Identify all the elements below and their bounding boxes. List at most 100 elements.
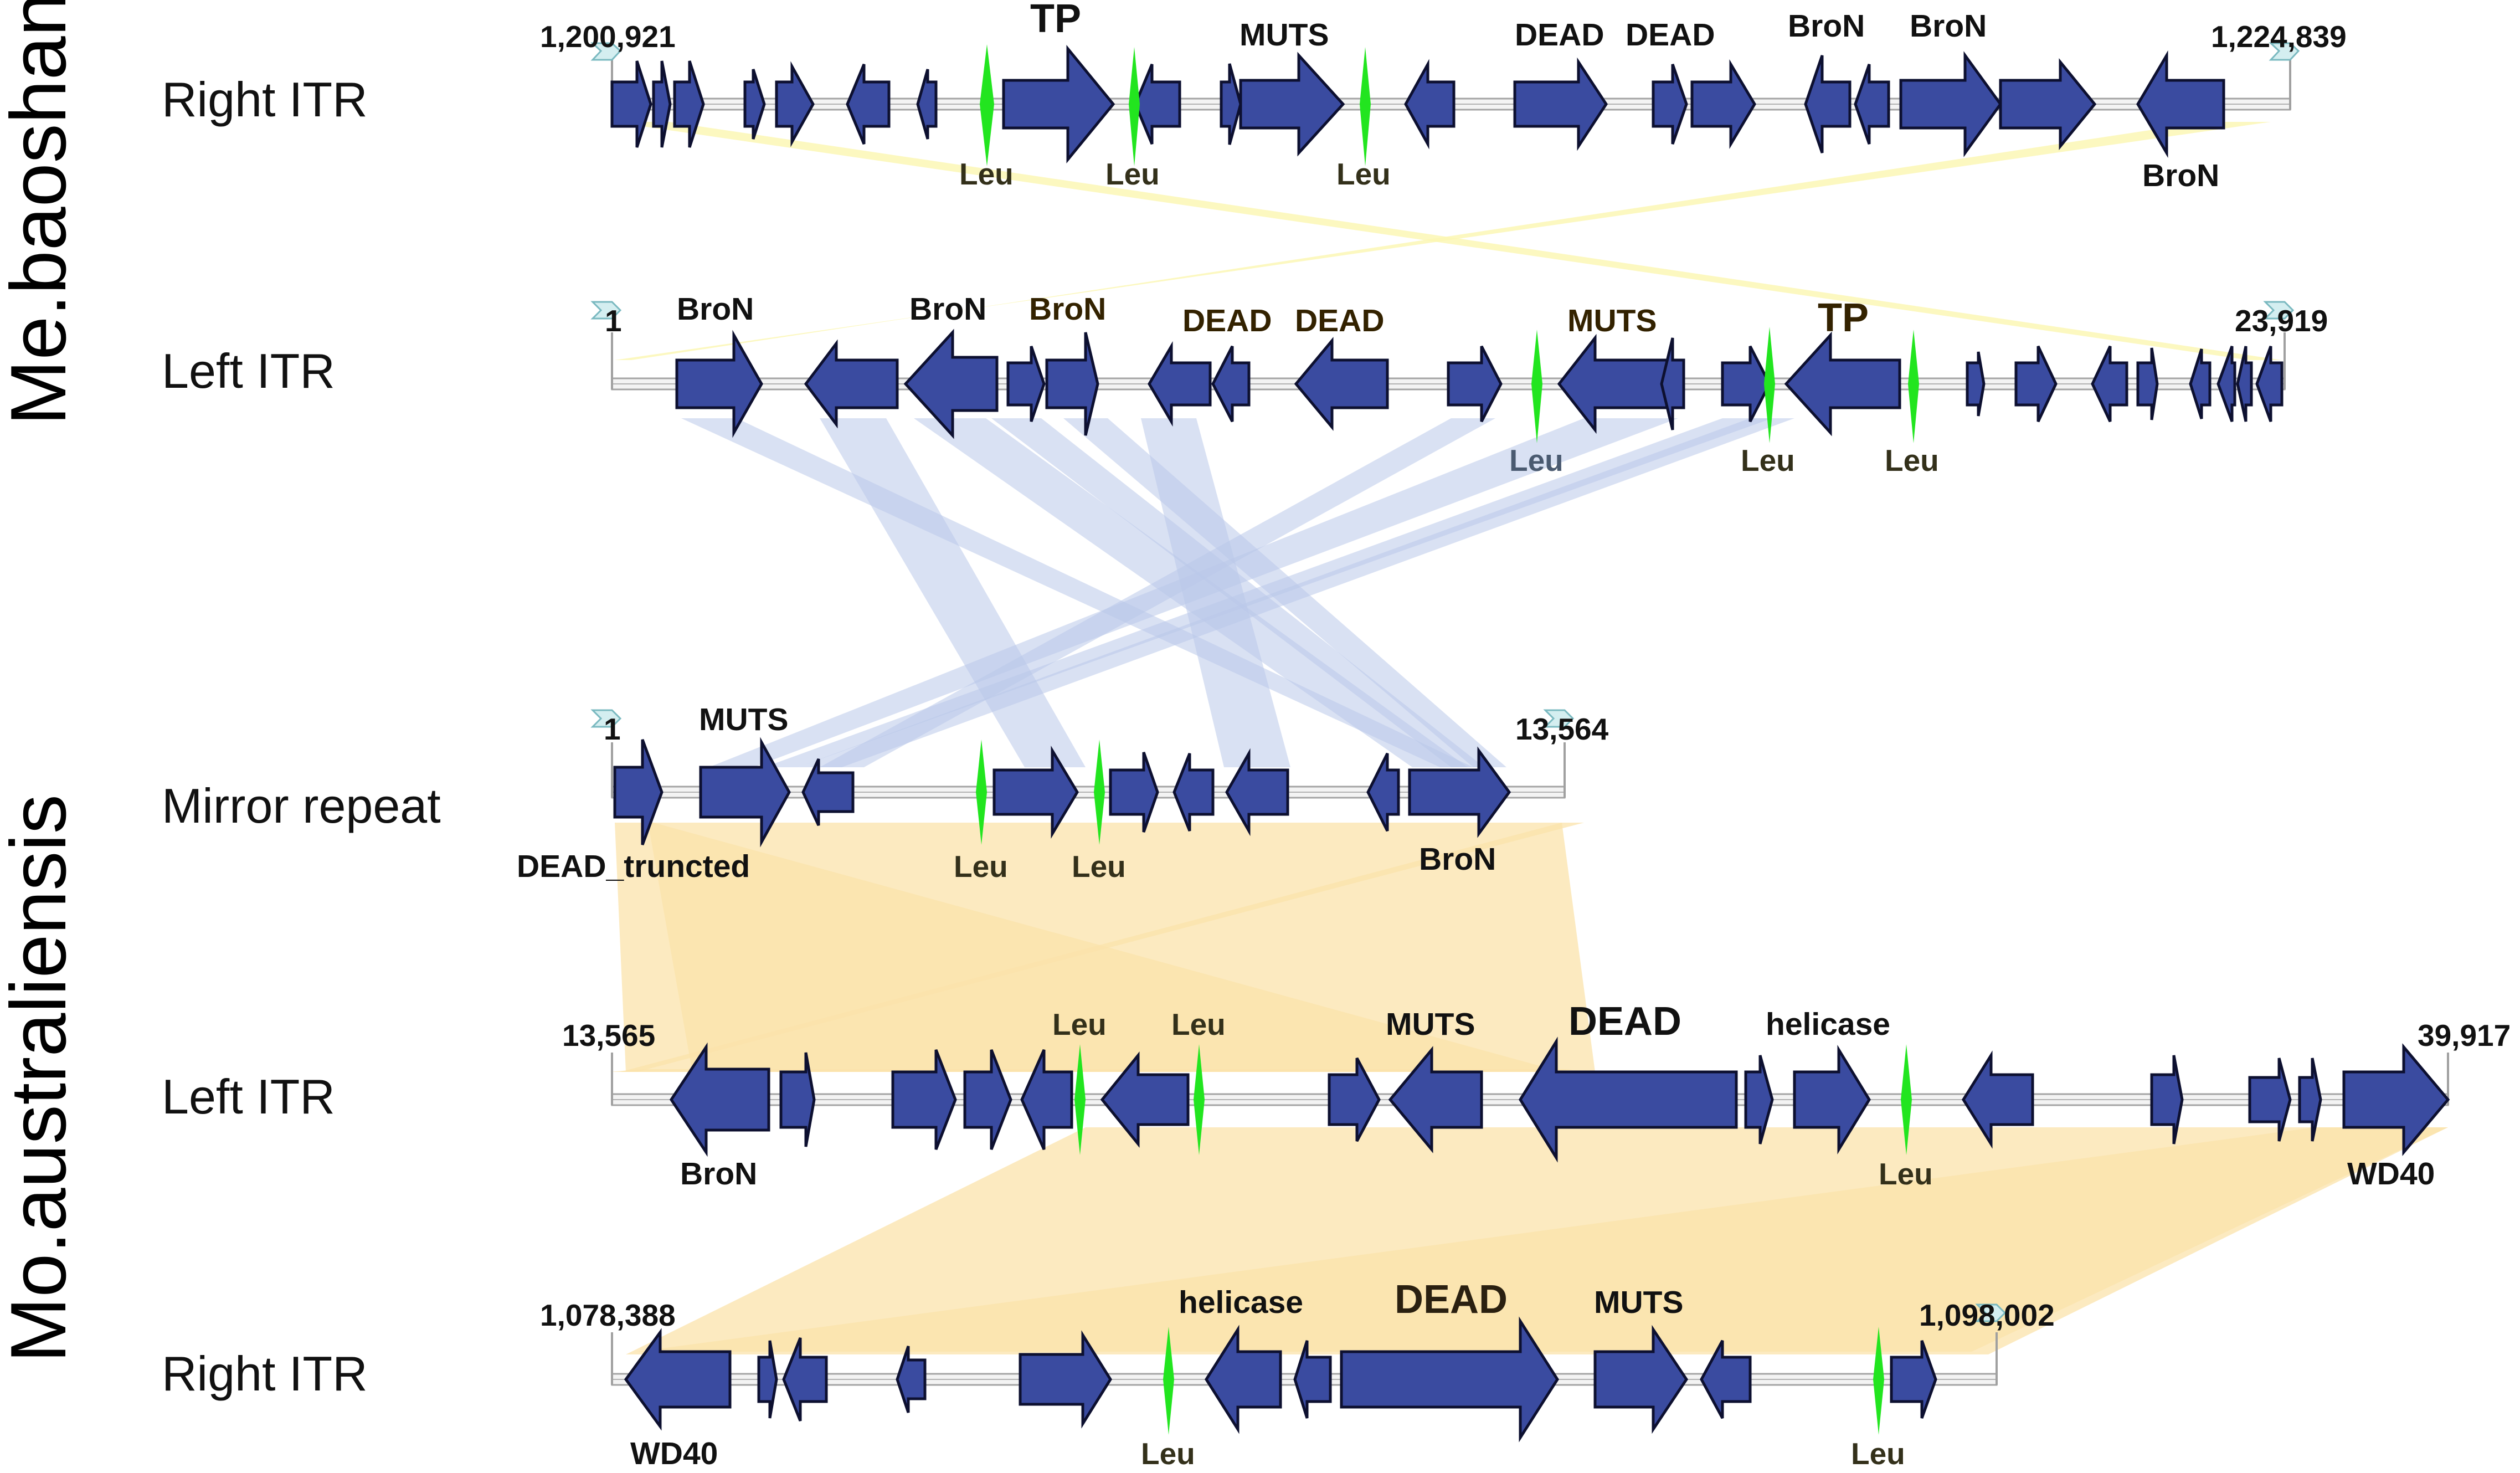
start-coordinate: 1,078,388 (540, 1298, 676, 1332)
gene-label: DEAD (1515, 17, 1604, 53)
gene-arrow (2298, 1058, 2322, 1142)
track-4: 13,565 39,917 MUTS DEAD helicase BroN WD… (562, 999, 2511, 1192)
gene-bron (2136, 50, 2225, 158)
gene-arrow (1890, 1340, 1937, 1419)
gene-arrow (1962, 1050, 2034, 1149)
start-coordinate: 1 (604, 712, 621, 746)
synteny-band-mo-3 (615, 823, 1562, 1072)
start-flag-icon (590, 709, 622, 728)
group-label-mo: Mo.australiensis (0, 794, 83, 1363)
gene-arrow (779, 1052, 816, 1147)
gene-label: DEAD (1568, 999, 1681, 1044)
gene-label: MUTS (699, 702, 788, 737)
start-flag-icon (590, 301, 622, 320)
gene-wd40 (2342, 1043, 2450, 1156)
trna-label: Leu (1741, 443, 1795, 478)
gene-arrow (2091, 345, 2128, 423)
gene-muts (1388, 1046, 1483, 1153)
gene-label: WD40 (630, 1436, 718, 1471)
gene-label: MUTS (1386, 1007, 1475, 1042)
trna-leu (1908, 330, 1919, 443)
gene-helicase (1205, 1325, 1282, 1434)
start-flag-icon (590, 42, 622, 61)
gene-label: DEAD (1295, 303, 1385, 338)
gene-arrow (1404, 59, 1456, 150)
gene-dead (1513, 57, 1608, 151)
group-label-me: Me.baoshan (0, 0, 83, 425)
gene-arrow (2216, 346, 2236, 422)
gene-arrow (1134, 64, 1181, 145)
gene-helicase (1793, 1045, 1871, 1154)
gene-muts (1239, 52, 1345, 157)
gene-label: MUTS (1567, 303, 1657, 338)
gene-arrow (1019, 1330, 1112, 1429)
gene-arrow (757, 1340, 778, 1419)
trna-leu (980, 44, 994, 166)
trna-leu (1094, 740, 1105, 845)
end-flag-icon (1543, 709, 1575, 728)
gene-label: BroN (1419, 841, 1496, 877)
gene-label: TP (1818, 296, 1869, 340)
gene-arrow (992, 745, 1079, 839)
track-2: 1 23,919 BroN BroN BroN DEAD DEAD MUTS T… (590, 291, 2328, 478)
track-label-4: Left ITR (162, 1069, 335, 1124)
track-1: 1,200,921 1,224,839 TP MUTS DEAD DEAD Br… (540, 0, 2347, 193)
gene-arrow (1744, 1055, 1774, 1144)
gene-label: helicase (1179, 1285, 1303, 1320)
trna-label: Leu (1105, 157, 1160, 191)
gene-arrow (1220, 63, 1242, 145)
gene-arrow (1328, 1057, 1381, 1142)
trna-leu (1194, 1044, 1205, 1155)
gene-arrow (1211, 345, 1251, 423)
gene-bron (1408, 746, 1511, 838)
gene-label: MUTS (1594, 1285, 1683, 1320)
gene-label: DEAD (1182, 303, 1272, 338)
track-label-5: Right ITR (162, 1346, 368, 1401)
gene-arrow (1020, 1049, 1073, 1151)
gene-bron (675, 330, 763, 438)
gene-arrow (1700, 1339, 1752, 1419)
end-coordinate: 1,098,002 (1919, 1298, 2055, 1332)
gene-arrow (2014, 345, 2058, 423)
trna-label: Leu (1879, 1157, 1933, 1191)
gene-label: WD40 (2347, 1156, 2435, 1192)
gene-label: BroN (1910, 8, 1987, 44)
gene-label: MUTS (1240, 17, 1329, 53)
trna-label: Leu (1072, 849, 1126, 884)
trna-label: Leu (1052, 1007, 1107, 1041)
gene-arrow (2150, 1055, 2184, 1144)
trna-leu (1129, 47, 1140, 166)
gene-arrow (1966, 351, 1986, 417)
track-3: 1 13,564 MUTS DEAD_truncted BroN Leu Leu (517, 702, 1609, 884)
end-coordinate: 1,224,839 (2211, 19, 2347, 54)
gene-arrow (1109, 752, 1159, 833)
gene-label: BroN (909, 291, 986, 327)
trna-leu (1163, 1327, 1174, 1435)
gene-label: BroN (1029, 291, 1106, 327)
trna-label: Leu (1885, 443, 1939, 478)
gene-arrow (916, 69, 938, 140)
gene-bron (1804, 55, 1852, 153)
trna-leu (1074, 1044, 1086, 1155)
gene-arrow (1999, 58, 2097, 151)
gene-arrow (1100, 1051, 1190, 1148)
gene-bron (670, 1042, 770, 1157)
gene-dead (1519, 1036, 1738, 1163)
gene-label: BroN (677, 291, 754, 327)
gene-muts (1593, 1325, 1689, 1434)
gene-arrow (673, 60, 705, 148)
gene-arrow (896, 1346, 927, 1413)
gene-bron (1899, 51, 2003, 157)
synteny-band-me-itr-2 (615, 122, 2271, 360)
gene-arrow (1293, 1340, 1332, 1419)
trna-label: Leu (1171, 1007, 1226, 1041)
gene-arrow (1366, 752, 1400, 832)
trna-leu (1873, 1327, 1884, 1435)
gene-label: DEAD (1626, 17, 1715, 53)
gene-arrow (963, 1049, 1012, 1150)
gene-arrow (1690, 59, 1756, 150)
trna-label: Leu (1336, 157, 1391, 191)
end-flag-icon (2263, 301, 2295, 320)
synteny-band-mo-6 (637, 1127, 2448, 1352)
